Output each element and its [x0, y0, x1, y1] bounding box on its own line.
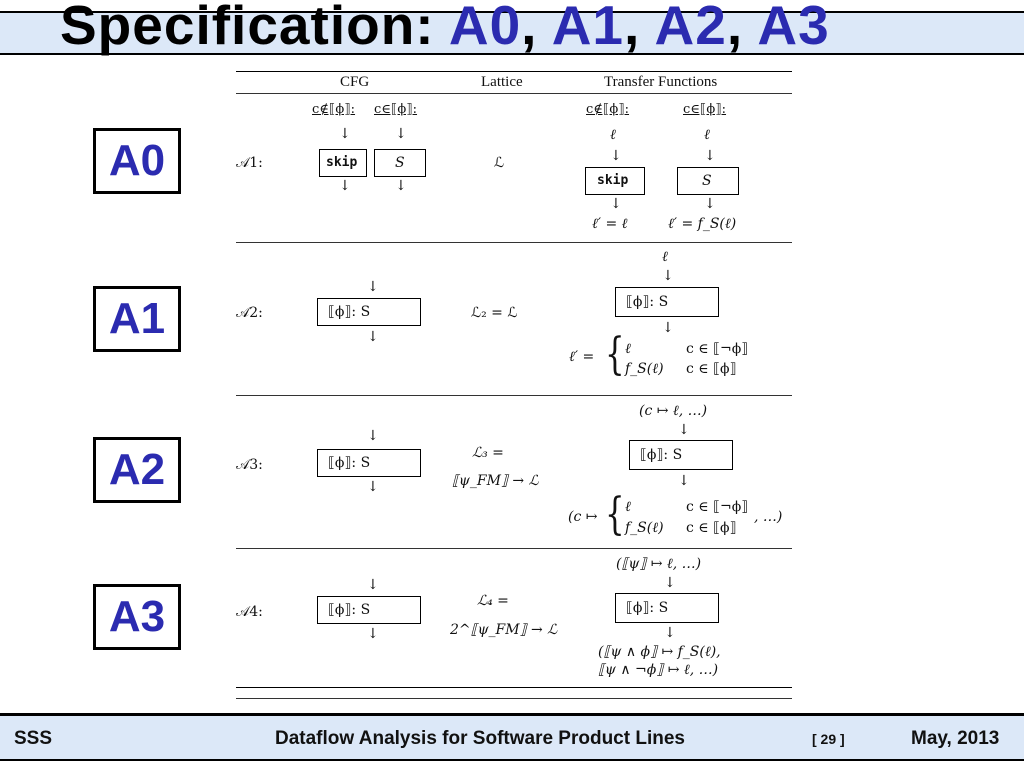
table-bottom-rule-2 [236, 698, 792, 699]
down-arrow-icon: ↓ [678, 473, 690, 489]
footer-date: May, 2013 [911, 728, 1000, 749]
cfg-box-s: S [374, 149, 426, 177]
tf-out-line2: ⟦ψ ∧ ¬ϕ⟧ ↦ ℓ, …) [598, 662, 719, 678]
table-top-rule [236, 71, 792, 72]
title-prefix: Specification: [60, 0, 449, 56]
cfg-cond-left: c∉⟦ϕ⟧: [312, 102, 356, 117]
tf-box-skip: skip [585, 167, 645, 195]
title-item-a1: A1 [551, 0, 625, 56]
tf-out-lhs: (c ↦ [568, 509, 598, 525]
tf-box: ⟦ϕ⟧: S [615, 287, 719, 317]
down-arrow-icon: ↓ [367, 577, 379, 593]
row-name: 𝒜2: [236, 305, 263, 321]
tf-out-line1: (⟦ψ ∧ ϕ⟧ ↦ f_S(ℓ), [598, 644, 721, 660]
label-a2: A2 [93, 437, 181, 503]
row-divider [236, 395, 792, 396]
tf-in: (⟦ψ⟧ ↦ ℓ, …) [616, 556, 702, 572]
tf-box-s: S [677, 167, 739, 195]
lattice-line1: ℒ₄ = [477, 593, 509, 609]
slide-title: Specification: A0, A1, A2, A3 [60, 0, 1020, 63]
header-lattice: Lattice [481, 74, 523, 90]
down-arrow-icon: ↓ [395, 126, 407, 142]
down-arrow-icon: ↓ [339, 178, 351, 194]
tf-out-left: ℓ′ = ℓ [592, 216, 628, 232]
label-a0: A0 [93, 128, 181, 194]
left-brace-icon: { [605, 489, 625, 540]
tf-in: (c ↦ ℓ, …) [639, 403, 708, 419]
cfg-box: ⟦ϕ⟧: S [317, 596, 421, 624]
label-a1: A1 [93, 286, 181, 352]
title-band [0, 11, 1024, 55]
tf-in: ℓ [662, 249, 668, 265]
cfg-box: ⟦ϕ⟧: S [317, 298, 421, 326]
label-a3: A3 [93, 584, 181, 650]
case1-cond: c ∈ ⟦¬ϕ⟧ [686, 499, 749, 515]
case1-val: ℓ [625, 499, 631, 515]
tf-out-right: ℓ′ = f_S(ℓ) [668, 216, 737, 232]
down-arrow-icon: ↓ [367, 626, 379, 642]
tf-cond-left: c∉⟦ϕ⟧: [586, 102, 630, 117]
footer-left: SSS [14, 728, 53, 749]
down-arrow-icon: ↓ [610, 148, 622, 164]
spec-table: CFG Lattice Transfer Functions c∉⟦ϕ⟧: c∈… [236, 69, 792, 703]
row-name: 𝒜1: [236, 155, 263, 171]
down-arrow-icon: ↓ [678, 422, 690, 438]
down-arrow-icon: ↓ [367, 279, 379, 295]
title-sep: , [624, 0, 655, 56]
title-item-a3: A3 [757, 0, 830, 56]
cfg-box-skip: skip [319, 149, 367, 177]
tf-box: ⟦ϕ⟧: S [615, 593, 719, 623]
down-arrow-icon: ↓ [662, 268, 674, 284]
down-arrow-icon: ↓ [662, 320, 674, 336]
page-number: [ 29 ] [812, 731, 845, 747]
down-arrow-icon: ↓ [367, 428, 379, 444]
down-arrow-icon: ↓ [704, 196, 716, 212]
down-arrow-icon: ↓ [704, 148, 716, 164]
case1-val: ℓ [625, 341, 631, 357]
footer-title: Dataflow Analysis for Software Product L… [275, 728, 685, 749]
lattice-line1: ℒ₃ = [472, 445, 504, 461]
title-item-a0: A0 [448, 0, 522, 56]
lattice-line2: ⟦ψ_FM⟧ → ℒ [452, 473, 539, 489]
down-arrow-icon: ↓ [339, 126, 351, 142]
header-cfg: CFG [340, 74, 370, 90]
row-name: 𝒜4: [236, 604, 263, 620]
cfg-box: ⟦ϕ⟧: S [317, 449, 421, 477]
row-name: 𝒜3: [236, 457, 263, 473]
header-transfer: Transfer Functions [604, 74, 718, 90]
table-bottom-rule [236, 687, 792, 688]
tf-out-tail: , …) [754, 509, 783, 525]
row-divider [236, 242, 792, 243]
down-arrow-icon: ↓ [664, 575, 676, 591]
header-rule [236, 93, 792, 94]
case2-cond: c ∈ ⟦ϕ⟧ [686, 520, 737, 536]
down-arrow-icon: ↓ [367, 329, 379, 345]
footer-bar: SSS Dataflow Analysis for Software Produ… [0, 713, 1024, 761]
tf-box: ⟦ϕ⟧: S [629, 440, 733, 470]
title-sep: , [726, 0, 758, 56]
left-brace-icon: { [605, 329, 625, 380]
title-item-a2: A2 [654, 0, 727, 56]
case2-val: f_S(ℓ) [625, 520, 664, 536]
tf-in-right: ℓ [704, 127, 710, 143]
case2-cond: c ∈ ⟦ϕ⟧ [686, 361, 737, 377]
tf-in-left: ℓ [610, 127, 616, 143]
lattice: ℒ [494, 155, 505, 171]
down-arrow-icon: ↓ [367, 479, 379, 495]
row-divider [236, 548, 792, 549]
lattice-line2: 2^⟦ψ_FM⟧ → ℒ [450, 622, 558, 638]
tf-cond-right: c∈⟦ϕ⟧: [683, 102, 727, 117]
case2-val: f_S(ℓ) [625, 361, 664, 377]
down-arrow-icon: ↓ [664, 625, 676, 641]
cfg-cond-right: c∈⟦ϕ⟧: [374, 102, 418, 117]
down-arrow-icon: ↓ [610, 196, 622, 212]
tf-out-lhs: ℓ′ = [569, 349, 595, 365]
lattice: ℒ₂ = ℒ [471, 305, 518, 321]
title-sep: , [521, 0, 552, 56]
down-arrow-icon: ↓ [395, 178, 407, 194]
case1-cond: c ∈ ⟦¬ϕ⟧ [686, 341, 749, 357]
